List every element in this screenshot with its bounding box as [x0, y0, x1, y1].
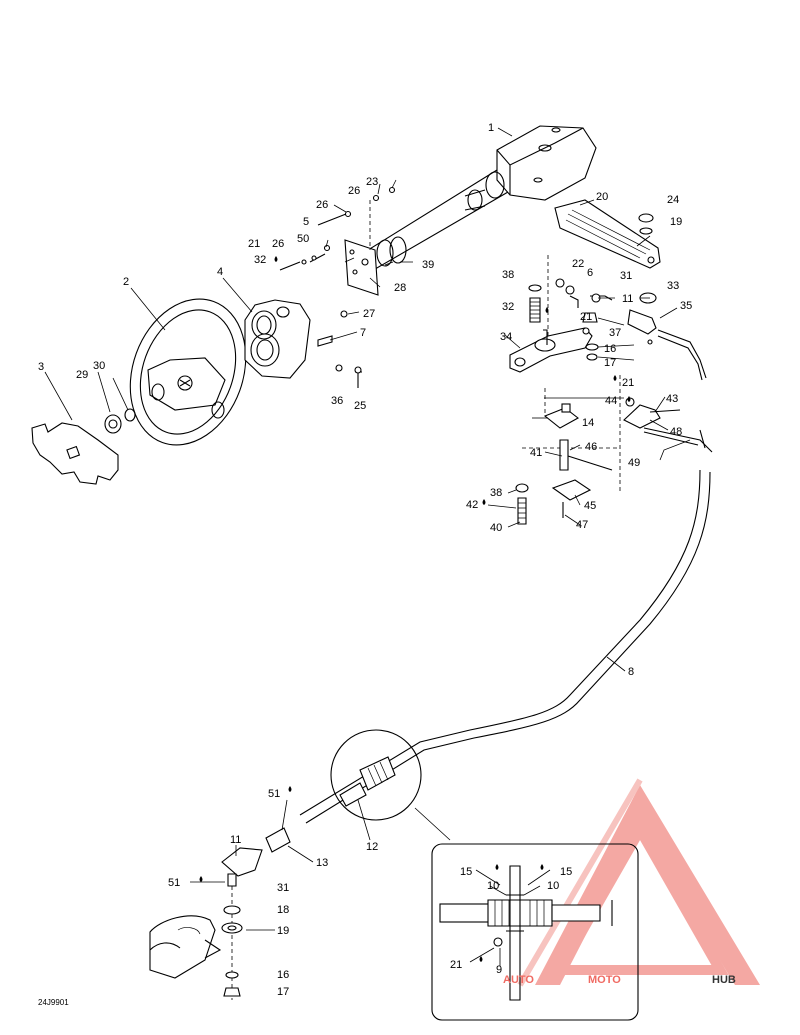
bracket-hardware-right — [627, 213, 707, 381]
callout-40: 40 — [490, 522, 502, 534]
callout-34: 34 — [500, 331, 512, 343]
callout-14: 14 — [582, 417, 594, 429]
callout-36: 36 — [331, 395, 343, 407]
callout-37: 37 — [609, 327, 621, 339]
callout-43: 43 — [666, 393, 678, 405]
watermark-auto: AUTO — [503, 974, 534, 986]
callout-26b: 26 — [316, 199, 328, 211]
callout-29: 29 — [76, 369, 88, 381]
column-bracket — [344, 200, 407, 296]
callout-16a: 16 — [604, 343, 616, 355]
callout-6: 6 — [587, 267, 593, 279]
callout-24: 24 — [667, 194, 679, 206]
steering-wheel — [129, 298, 247, 446]
lever-arm — [509, 327, 593, 373]
callout-2: 2 — [123, 276, 129, 288]
callout-26a: 26 — [348, 185, 360, 197]
lower-plates — [522, 375, 621, 501]
watermark-hub: HUB — [712, 974, 736, 986]
steering-column — [359, 125, 597, 273]
callout-7: 7 — [360, 327, 366, 339]
callout-32b: 32 — [502, 301, 514, 313]
watermark-text: AUTO MOTO HUB — [503, 974, 736, 986]
callout-26c: 26 — [272, 238, 284, 250]
callout-19a: 19 — [670, 216, 682, 228]
wheel-nut-washer — [104, 408, 136, 434]
leader-lines — [44, 127, 691, 966]
callout-15a: 15 — [460, 866, 472, 878]
callout-3: 3 — [38, 361, 44, 373]
callout-33: 33 — [667, 280, 679, 292]
callout-12: 12 — [366, 841, 378, 853]
callout-51b: 51 — [168, 877, 180, 889]
callout-18: 18 — [277, 904, 289, 916]
callout-41: 41 — [530, 447, 542, 459]
callout-38a: 38 — [502, 269, 514, 281]
callout-8: 8 — [628, 666, 634, 678]
callout-47: 47 — [576, 519, 588, 531]
callout-16b: 16 — [277, 969, 289, 981]
callout-49: 49 — [628, 457, 640, 469]
callout-10a: 10 — [487, 880, 499, 892]
callout-21d: 21 — [450, 959, 462, 971]
callout-20: 20 — [596, 191, 608, 203]
callout-46: 46 — [585, 441, 597, 453]
callout-11b: 11 — [230, 834, 241, 846]
drawing-code: 24J9901 — [38, 998, 69, 1007]
callout-11a: 11 — [622, 293, 633, 305]
steering-cable — [299, 469, 711, 824]
callout-1: 1 — [488, 122, 494, 134]
lower-end-assembly — [221, 847, 263, 1000]
callout-31a: 31 — [620, 270, 632, 282]
upper-bracket — [554, 199, 661, 269]
callout-50: 50 — [297, 233, 309, 245]
instrument-shroud — [244, 299, 311, 379]
callout-9: 9 — [496, 964, 502, 976]
callout-51a: 51 — [268, 788, 280, 800]
callout-10b: 10 — [547, 880, 559, 892]
callout-22: 22 — [572, 258, 584, 270]
callout-labels: 1 2 3 4 5 6 7 8 9 10 10 11 11 12 13 14 1… — [38, 122, 692, 998]
callout-42: 42 — [466, 499, 478, 511]
callout-39: 39 — [422, 259, 434, 271]
shroud-hardware — [317, 310, 362, 388]
callout-13: 13 — [316, 857, 328, 869]
callout-5: 5 — [303, 216, 309, 228]
wheel-cover — [31, 422, 119, 485]
callout-21c: 21 — [622, 377, 634, 389]
callout-21b: 21 — [580, 311, 592, 323]
callout-25: 25 — [354, 400, 366, 412]
lower-bolt-set — [515, 483, 564, 525]
callout-30: 30 — [93, 360, 105, 372]
callout-15b: 15 — [560, 866, 572, 878]
callout-32a: 32 — [254, 254, 266, 266]
detail-inset — [431, 843, 639, 1021]
cable-fittings — [265, 729, 451, 853]
callout-45: 45 — [584, 500, 596, 512]
linkage-hardware — [555, 278, 613, 361]
callout-19b: 19 — [277, 925, 289, 937]
callout-17a: 17 — [604, 357, 616, 369]
callout-21a: 21 — [248, 238, 260, 250]
callout-38b: 38 — [490, 487, 502, 499]
watermark-moto: MOTO — [588, 974, 621, 986]
lubricant-symbols — [199, 256, 631, 962]
callout-44: 44 — [605, 395, 617, 407]
callout-28: 28 — [394, 282, 406, 294]
callout-48: 48 — [670, 426, 682, 438]
callout-35: 35 — [680, 300, 692, 312]
housing-sketch — [149, 915, 222, 979]
watermark-logo — [517, 778, 760, 987]
cable-end-hardware — [623, 397, 713, 453]
spring-bolt — [528, 255, 549, 338]
callout-31b: 31 — [277, 882, 289, 894]
callout-27: 27 — [363, 308, 375, 320]
callout-23: 23 — [366, 176, 378, 188]
callout-17b: 17 — [277, 986, 289, 998]
callout-4: 4 — [217, 266, 223, 278]
